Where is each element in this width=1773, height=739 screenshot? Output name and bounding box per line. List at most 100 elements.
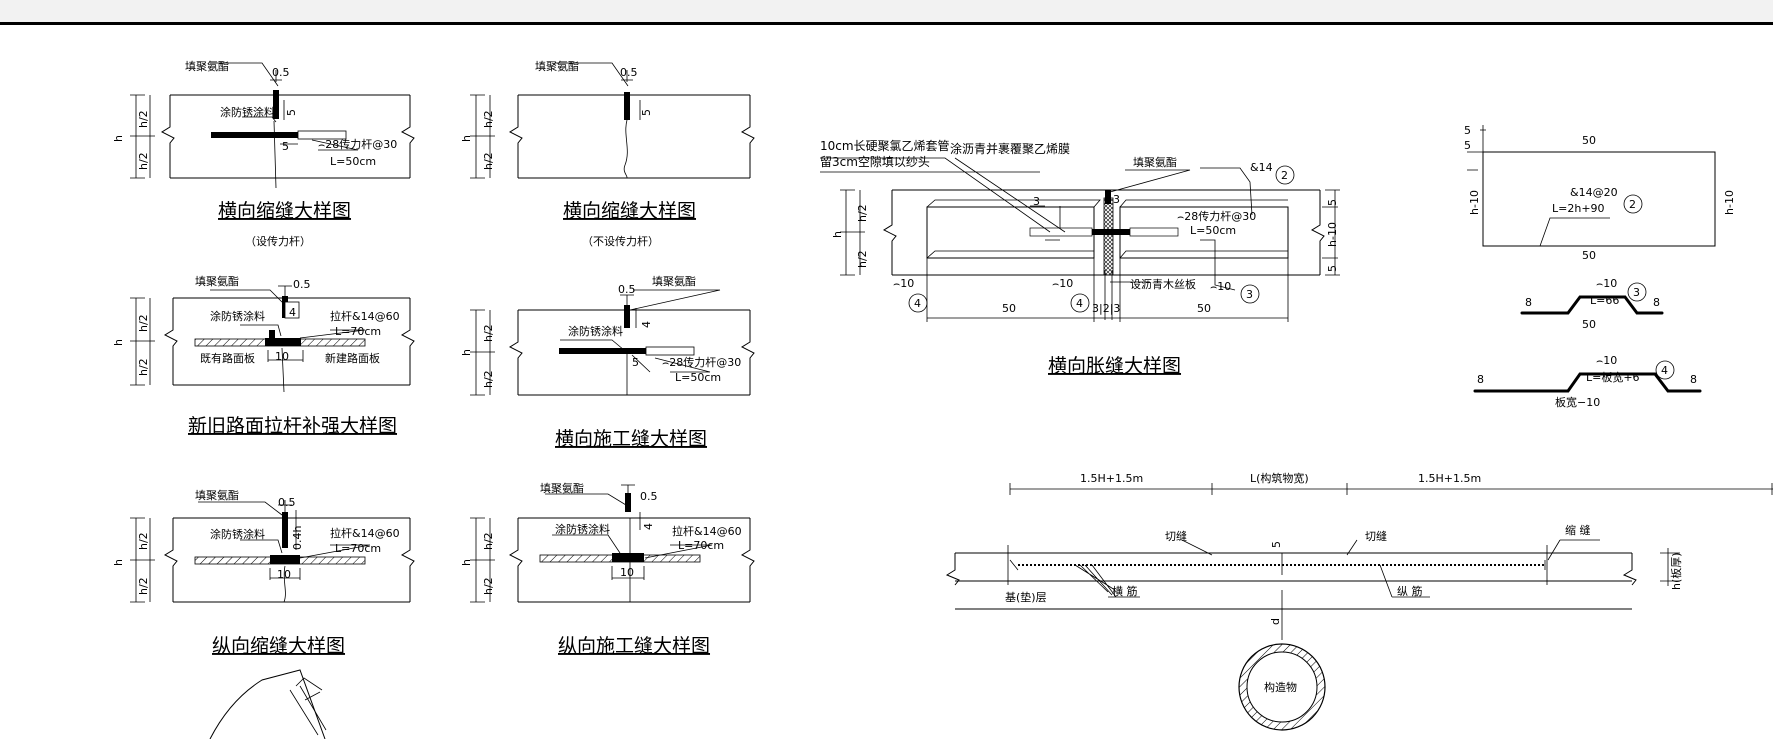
dim-0.5-4: 0.5 <box>618 283 636 296</box>
span-left: 1.5H+1.5m <box>1080 472 1143 485</box>
dim-10-7b: ⌢10 <box>1052 277 1073 290</box>
callout-circle-4b <box>1070 293 1090 313</box>
dim-0.5-1: 0.5 <box>272 66 290 79</box>
shrink-joint-label: 缩 缝 <box>1565 523 1591 537</box>
callout-4-8: 4 <box>1661 364 1668 377</box>
dim-5-2: 5 <box>640 109 653 116</box>
dim-0.4h-5: 0.4h <box>291 526 304 550</box>
dim-3-7b: 3 <box>1113 193 1120 206</box>
h-half-top-2: h/2 <box>482 110 495 128</box>
existing-slab-label: 既有路面板 <box>200 351 255 365</box>
dim-10-3: 10 <box>275 350 289 363</box>
rust-coat-label-5: 涂防锈涂料 <box>210 527 265 541</box>
rust-coat-label-3: 涂防锈涂料 <box>210 309 265 323</box>
title-detail-4: 横向施工缝大样图 <box>555 428 707 450</box>
callout-4a: 4 <box>914 297 921 310</box>
detail-bar-shapes: 5 5 50 50 h-10 h-10 &14@20 L=2h+90 2 ⌢10… <box>1464 124 1736 409</box>
h-half-top-5: h/2 <box>137 532 150 550</box>
dim-5-9: 5 <box>1270 541 1283 548</box>
bar4-top: ⌢10 <box>1596 354 1617 367</box>
filler-board-label: 设沥青木丝板 <box>1130 277 1196 291</box>
dim-0.5-6: 0.5 <box>640 490 658 503</box>
gap-label: 留3cm空隙填以纱头 <box>820 155 930 169</box>
bar2-top-5: 5 <box>1464 124 1471 137</box>
bar4-length: L=板宽+6 <box>1586 370 1640 384</box>
h-half-bottom-6: h/2 <box>482 577 495 595</box>
detail-old-new-tie-bar: 填聚氨酯 0.5 4 涂防锈涂料 拉杆&14@60 L=70cm 10 既有路面… <box>112 274 415 437</box>
dim-323-7: 3|2|3 <box>1092 302 1120 315</box>
sealant-label-2: 填聚氨酯 <box>535 59 579 73</box>
h-half-top-1: h/2 <box>137 110 150 128</box>
sealant-label-3: 填聚氨酯 <box>195 274 239 288</box>
dim-4-4: 4 <box>640 321 653 328</box>
longitudinal-bar-label: 纵 筋 <box>1397 584 1423 598</box>
dowel-label-1: ⌢28传力杆@30 <box>318 137 397 151</box>
sealant-label-1: 填聚氨酯 <box>185 59 229 73</box>
h-half-bottom-3: h/2 <box>137 358 150 376</box>
detail-transverse-expansion: 10cm长硬聚氯乙烯套管 留3cm空隙填以纱头 涂沥青并裹覆聚乙烯膜 填聚氨酯 … <box>820 138 1340 377</box>
h-label-6: h <box>460 559 473 566</box>
callout-4b: 4 <box>1076 297 1083 310</box>
bar2-spec: &14@20 <box>1570 186 1618 199</box>
cut-label-1: 切缝 <box>1165 529 1187 543</box>
span-middle: L(构筑物宽) <box>1250 471 1309 485</box>
tie-length-5: L=70cm <box>335 542 381 555</box>
dim-3-7: 3 <box>1033 195 1040 208</box>
title-detail-7: 横向胀缝大样图 <box>1048 355 1181 377</box>
detail-transverse-contraction-no-dowel: 填聚氨酯 0.5 5 h h/2 h/2 横向缩缝大样图 （不设传力杆） <box>460 59 755 248</box>
bar4-end-right: 8 <box>1690 373 1697 386</box>
rust-coat-label-4: 涂防锈涂料 <box>568 324 623 338</box>
dim-5-7bot: 5 <box>1326 265 1339 272</box>
dim-10-5: 10 <box>277 568 291 581</box>
asphalt-label: 涂沥青并裹覆聚乙烯膜 <box>950 141 1070 156</box>
h-label-2: h <box>460 135 473 142</box>
dim-0.5-3: 0.5 <box>293 278 311 291</box>
bar3-bottom: 50 <box>1582 318 1596 331</box>
title-detail-6: 纵向施工缝大样图 <box>558 635 710 657</box>
partial-curve-detail <box>209 669 327 739</box>
sealant-label-6: 填聚氨酯 <box>540 481 584 495</box>
bar2-length: L=2h+90 <box>1552 202 1605 215</box>
sleeve-label: 10cm长硬聚氯乙烯套管 <box>820 138 950 153</box>
sealant-label-7: 填聚氨酯 <box>1133 155 1177 169</box>
new-slab-label: 新建路面板 <box>325 351 380 365</box>
bar4-bottom: 板宽−10 <box>1555 395 1600 409</box>
callout-2-8: 2 <box>1629 198 1636 211</box>
tie-length-6: L=70cm <box>678 539 724 552</box>
transverse-bar-label: 横 筋 <box>1112 584 1138 598</box>
tie-bar-label-6: 拉杆&14@60 <box>672 524 742 538</box>
bar2-right-h10: h-10 <box>1723 190 1736 215</box>
span-right: 1.5H+1.5m <box>1418 472 1481 485</box>
dim-4-6: 4 <box>642 523 655 530</box>
dowel-length-1: L=50cm <box>330 155 376 168</box>
callout-circle-4a <box>908 293 928 313</box>
sealant-label-4: 填聚氨酯 <box>652 274 696 288</box>
dim-4-3: 4 <box>289 306 296 319</box>
h-half-top-7: h/2 <box>856 204 869 222</box>
bar3-length: L=66 <box>1590 294 1619 307</box>
bar3-top: ⌢10 <box>1596 277 1617 290</box>
bar4-end-left: 8 <box>1477 373 1484 386</box>
sealant-label-5: 填聚氨酯 <box>195 488 239 502</box>
tie-bar-label-3: 拉杆&14@60 <box>330 309 400 323</box>
callout-circle-2 <box>1275 165 1295 185</box>
h-half-bottom-2: h/2 <box>482 152 495 170</box>
d-label: d <box>1269 618 1282 625</box>
cut-label-2: 切缝 <box>1365 529 1387 543</box>
callout-circle-3-8 <box>1627 282 1647 302</box>
h-label-4: h <box>460 349 473 356</box>
title-detail-3: 新旧路面拉杆补强大样图 <box>188 415 397 437</box>
dim-10-6: 10 <box>620 566 634 579</box>
rust-coat-label-1: 涂防锈涂料 <box>220 105 275 119</box>
bar2-bottom-50: 50 <box>1582 249 1596 262</box>
dim-50-7a: 50 <box>1002 302 1016 315</box>
h-label-7: h <box>831 231 844 238</box>
h-label-5: h <box>112 559 125 566</box>
structure-label: 构造物 <box>1264 680 1297 694</box>
dowel-length-7: L=50cm <box>1190 224 1236 237</box>
bar2-left-h10: h-10 <box>1468 190 1481 215</box>
bar2-left-5: 5 <box>1464 139 1471 152</box>
dim-0.5-2: 0.5 <box>620 66 638 79</box>
callout-circle-4-8 <box>1655 360 1675 380</box>
